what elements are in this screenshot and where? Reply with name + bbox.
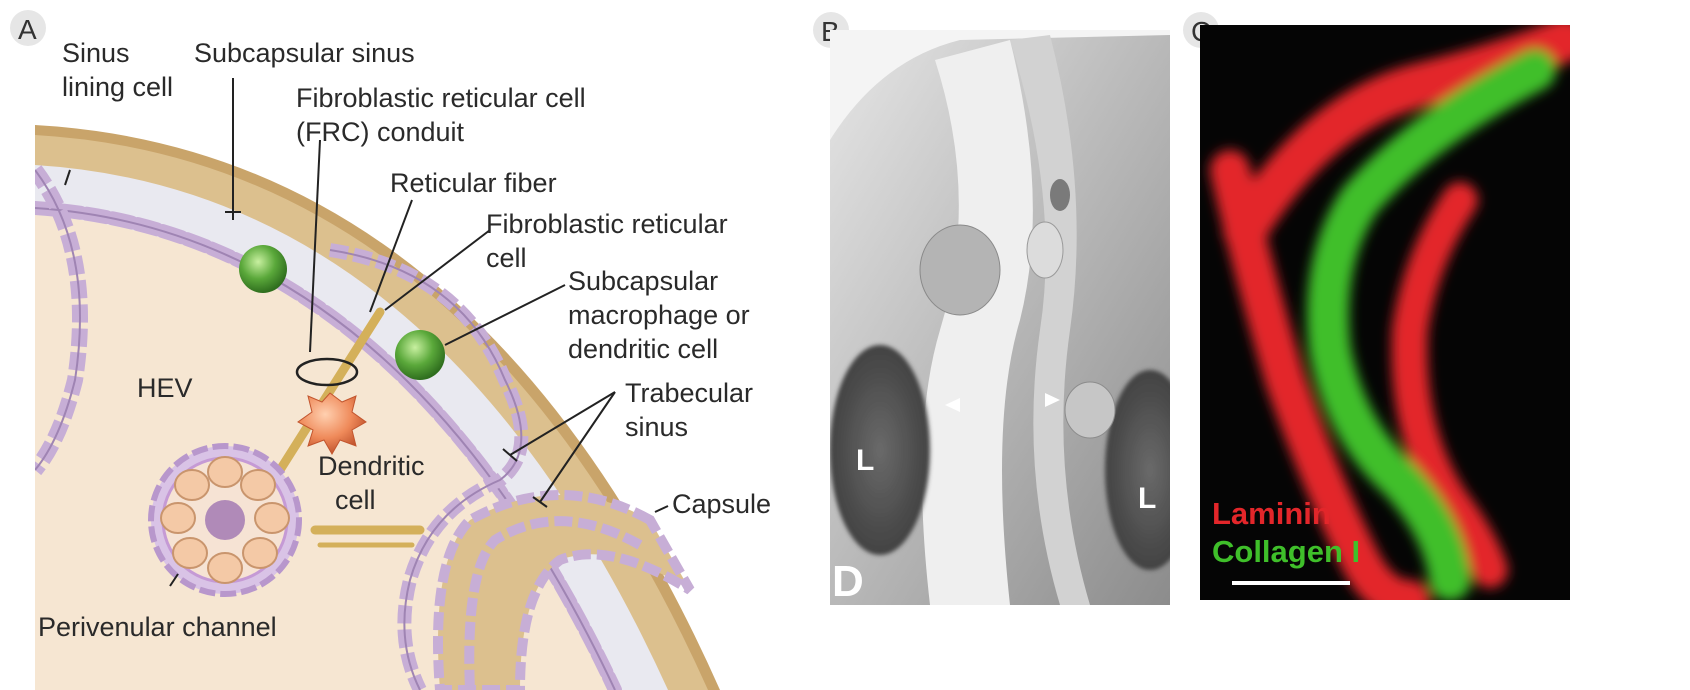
label-perivenular-channel: Perivenular channel [38,612,277,642]
panel-b-micrograph: L L D [830,30,1195,606]
label-trabecular-sinus: Trabecular sinus [625,378,761,442]
panel-c-fluorescence: Laminin Collagen I [1200,25,1570,600]
label-laminin: Laminin [1212,496,1331,531]
hev-vessel [151,446,299,594]
label-subcapsular-sinus: Subcapsular sinus [194,38,415,68]
label-fibroblastic-reticular-cell: Fibroblastic reticular cell [486,209,735,273]
label-subcapsular-macrophage: Subcapsular macrophage or dendritic cell [568,266,757,364]
label-marker-d: D [832,557,864,606]
label-sinus-lining-cell: Sinus lining cell [62,38,173,102]
label-reticular-fiber: Reticular fiber [390,168,557,198]
panel-a: Sinus lining cell Subcapsular sinus Fibr… [35,38,771,690]
label-lymphocyte-left: L [856,444,874,477]
subcapsular-macrophage [239,245,287,293]
label-frc-conduit: Fibroblastic reticular cell (FRC) condui… [296,83,593,147]
panel-a-letter: A [18,14,37,45]
subcapsular-macrophage-2 [395,330,445,380]
label-collagen: Collagen I [1212,534,1360,569]
label-hev: HEV [137,373,193,403]
label-capsule: Capsule [672,489,771,519]
label-lymphocyte-right: L [1138,482,1156,515]
